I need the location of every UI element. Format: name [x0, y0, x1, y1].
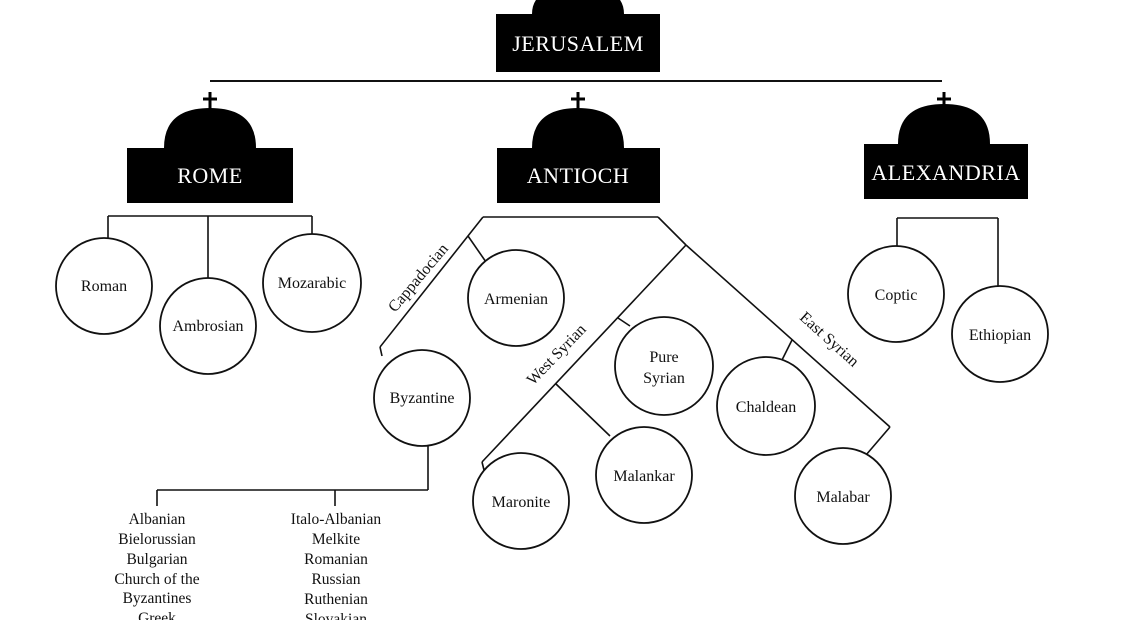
church-melkite: Melkite — [312, 531, 360, 548]
antioch-node: ANTIOCH — [497, 92, 660, 203]
antioch-label: ANTIOCH — [527, 163, 630, 188]
church-bielorussian: Bielorussian — [118, 531, 196, 548]
branch-east-syrian: East Syrian — [796, 309, 862, 371]
pure-syrian-label-line1: Pure — [649, 349, 678, 366]
alexandria-node: ALEXANDRIA — [864, 92, 1028, 199]
pure-syrian-label-line2: Syrian — [643, 370, 685, 387]
rite-maronite: Maronite — [472, 452, 570, 550]
rite-malankar: Malankar — [595, 426, 693, 524]
antioch-dome-icon — [532, 108, 624, 148]
coptic-label: Coptic — [875, 287, 918, 304]
jerusalem-node: JERUSALEM — [496, 0, 660, 72]
church-slovakian: Slovakian — [305, 611, 367, 620]
malankar-label: Malankar — [613, 468, 675, 485]
rite-ambrosian: Ambrosian — [159, 277, 257, 375]
chaldean-label: Chaldean — [736, 399, 796, 416]
rite-pure-syrian: Pure Syrian — [614, 316, 714, 416]
church-russian: Russian — [311, 571, 360, 588]
rite-mozarabic: Mozarabic — [262, 233, 362, 333]
branch-cappadocian: Cappadocian — [385, 241, 452, 316]
alexandria-box — [864, 144, 1028, 199]
byzantine-label: Byzantine — [390, 390, 455, 407]
alexandria-label: ALEXANDRIA — [871, 160, 1020, 185]
alexandria-dome-icon — [898, 104, 990, 144]
rome-box — [127, 148, 293, 203]
malabar-label: Malabar — [816, 489, 870, 506]
maronite-label: Maronite — [492, 494, 551, 511]
roman-label: Roman — [81, 278, 127, 295]
jerusalem-box — [496, 14, 660, 72]
antioch-connectors — [379, 216, 891, 471]
rome-dome-icon — [164, 108, 256, 148]
rome-label: ROME — [177, 163, 243, 188]
rite-armenian: Armenian — [467, 249, 565, 347]
church-ruthenian: Ruthenian — [304, 591, 368, 608]
jerusalem-label: JERUSALEM — [512, 31, 644, 56]
church-albanian: Albanian — [129, 511, 186, 528]
byzantine-churches-right: Italo-Albanian Melkite Romanian Russian … — [291, 511, 382, 620]
antioch-box — [497, 148, 660, 203]
rite-ethiopian: Ethiopian — [951, 285, 1049, 383]
rite-malabar: Malabar — [794, 447, 892, 545]
jerusalem-dome-icon — [532, 0, 624, 14]
rite-chaldean: Chaldean — [716, 356, 816, 456]
rite-roman: Roman — [55, 237, 153, 335]
rite-byzantine: Byzantine — [373, 349, 471, 447]
church-bulgarian: Bulgarian — [126, 551, 187, 568]
byzantine-churches-left: Albanian Bielorussian Bulgarian Church o… — [114, 511, 199, 620]
church-italo-albanian: Italo-Albanian — [291, 511, 382, 528]
rome-connectors — [107, 215, 313, 278]
armenian-label: Armenian — [484, 291, 548, 308]
church-greek: Greek — [138, 610, 176, 620]
byzantine-connectors — [156, 446, 429, 506]
ethiopian-label: Ethiopian — [969, 327, 1031, 344]
church-byzantines: Byzantines — [123, 590, 192, 607]
church-romanian: Romanian — [304, 551, 368, 568]
mozarabic-label: Mozarabic — [278, 275, 346, 292]
alexandria-connectors — [896, 217, 999, 286]
ambrosian-label: Ambrosian — [172, 318, 243, 335]
rome-node: ROME — [127, 92, 293, 203]
rite-coptic: Coptic — [847, 245, 945, 343]
church-of-the: Church of the — [114, 571, 199, 588]
